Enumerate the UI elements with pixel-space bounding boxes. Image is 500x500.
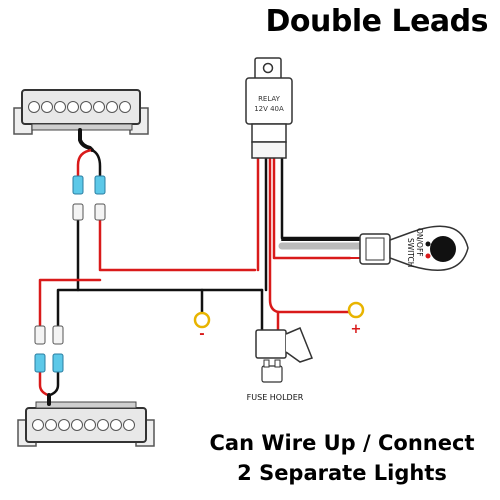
harness-black-top — [76, 216, 264, 292]
relay-label-line2: 12V 40A — [254, 105, 284, 113]
connector-harness-bottom-black — [52, 325, 64, 345]
switch-button — [430, 236, 456, 262]
on-off-switch: ON/OFF SWITCH — [359, 225, 469, 271]
connector-top-red — [72, 175, 84, 195]
relay-socket — [251, 123, 287, 143]
connector-top-black — [94, 175, 106, 195]
harness-red-bottom — [38, 278, 102, 327]
connector-bottom-red — [34, 353, 46, 373]
negative-label: - — [199, 327, 204, 342]
top-pigtail-red — [76, 148, 94, 180]
switch-indicator-dot-off — [425, 253, 431, 259]
relay-socket-base — [251, 141, 287, 159]
relay-lead-switch-ground — [280, 156, 362, 240]
switch-label-line1: ON/OFF — [415, 228, 424, 257]
fuse-holder-cap — [285, 327, 313, 363]
fuse-holder-body — [255, 329, 287, 359]
fuse-blade-left — [263, 359, 270, 368]
top-pigtail-black — [90, 148, 102, 180]
battery-positive-terminal: + — [347, 301, 365, 337]
light-bar-bottom — [17, 401, 155, 447]
caption-line-1: Can Wire Up / Connect — [209, 431, 475, 455]
fuse — [261, 365, 283, 383]
bottom-pigtail-red — [38, 370, 50, 397]
relay: RELAY 12V 40A — [245, 57, 293, 159]
ground-terminal: - — [193, 311, 211, 342]
relay-lead-fuse — [268, 156, 280, 314]
top-light-cable — [78, 128, 94, 152]
bottom-pigtail-black — [48, 370, 60, 397]
page-title: Double Leads — [265, 4, 489, 39]
harness-black-bottom — [56, 288, 80, 327]
connectors-bottom — [34, 325, 64, 373]
connector-harness-top-red — [94, 203, 106, 221]
fuse-holder: FUSE HOLDER — [247, 327, 313, 402]
positive-ring — [347, 301, 365, 319]
switch-indicator-dot-on — [425, 241, 431, 247]
fuse-holder-label: FUSE HOLDER — [247, 393, 304, 402]
caption-line-2: 2 Separate Lights — [237, 461, 447, 485]
wires — [38, 128, 364, 406]
switch-connector-inner — [365, 237, 385, 261]
positive-label: + — [351, 322, 362, 337]
relay-label-line1: RELAY — [258, 95, 281, 103]
connector-bottom-black — [52, 353, 64, 373]
light-bar-top — [13, 89, 149, 135]
relay-mount-hole — [262, 62, 274, 74]
switch-housing — [389, 225, 469, 271]
switch-label-line2: SWITCH — [406, 238, 415, 267]
caption: Can Wire Up / Connect 2 Separate Lights — [192, 428, 492, 488]
connectors-top — [72, 175, 106, 221]
connector-harness-top-black — [72, 203, 84, 221]
ground-ring — [193, 311, 211, 329]
connector-harness-bottom-red — [34, 325, 46, 345]
fuse-blade-right — [274, 359, 281, 368]
harness-red-top — [98, 216, 257, 272]
